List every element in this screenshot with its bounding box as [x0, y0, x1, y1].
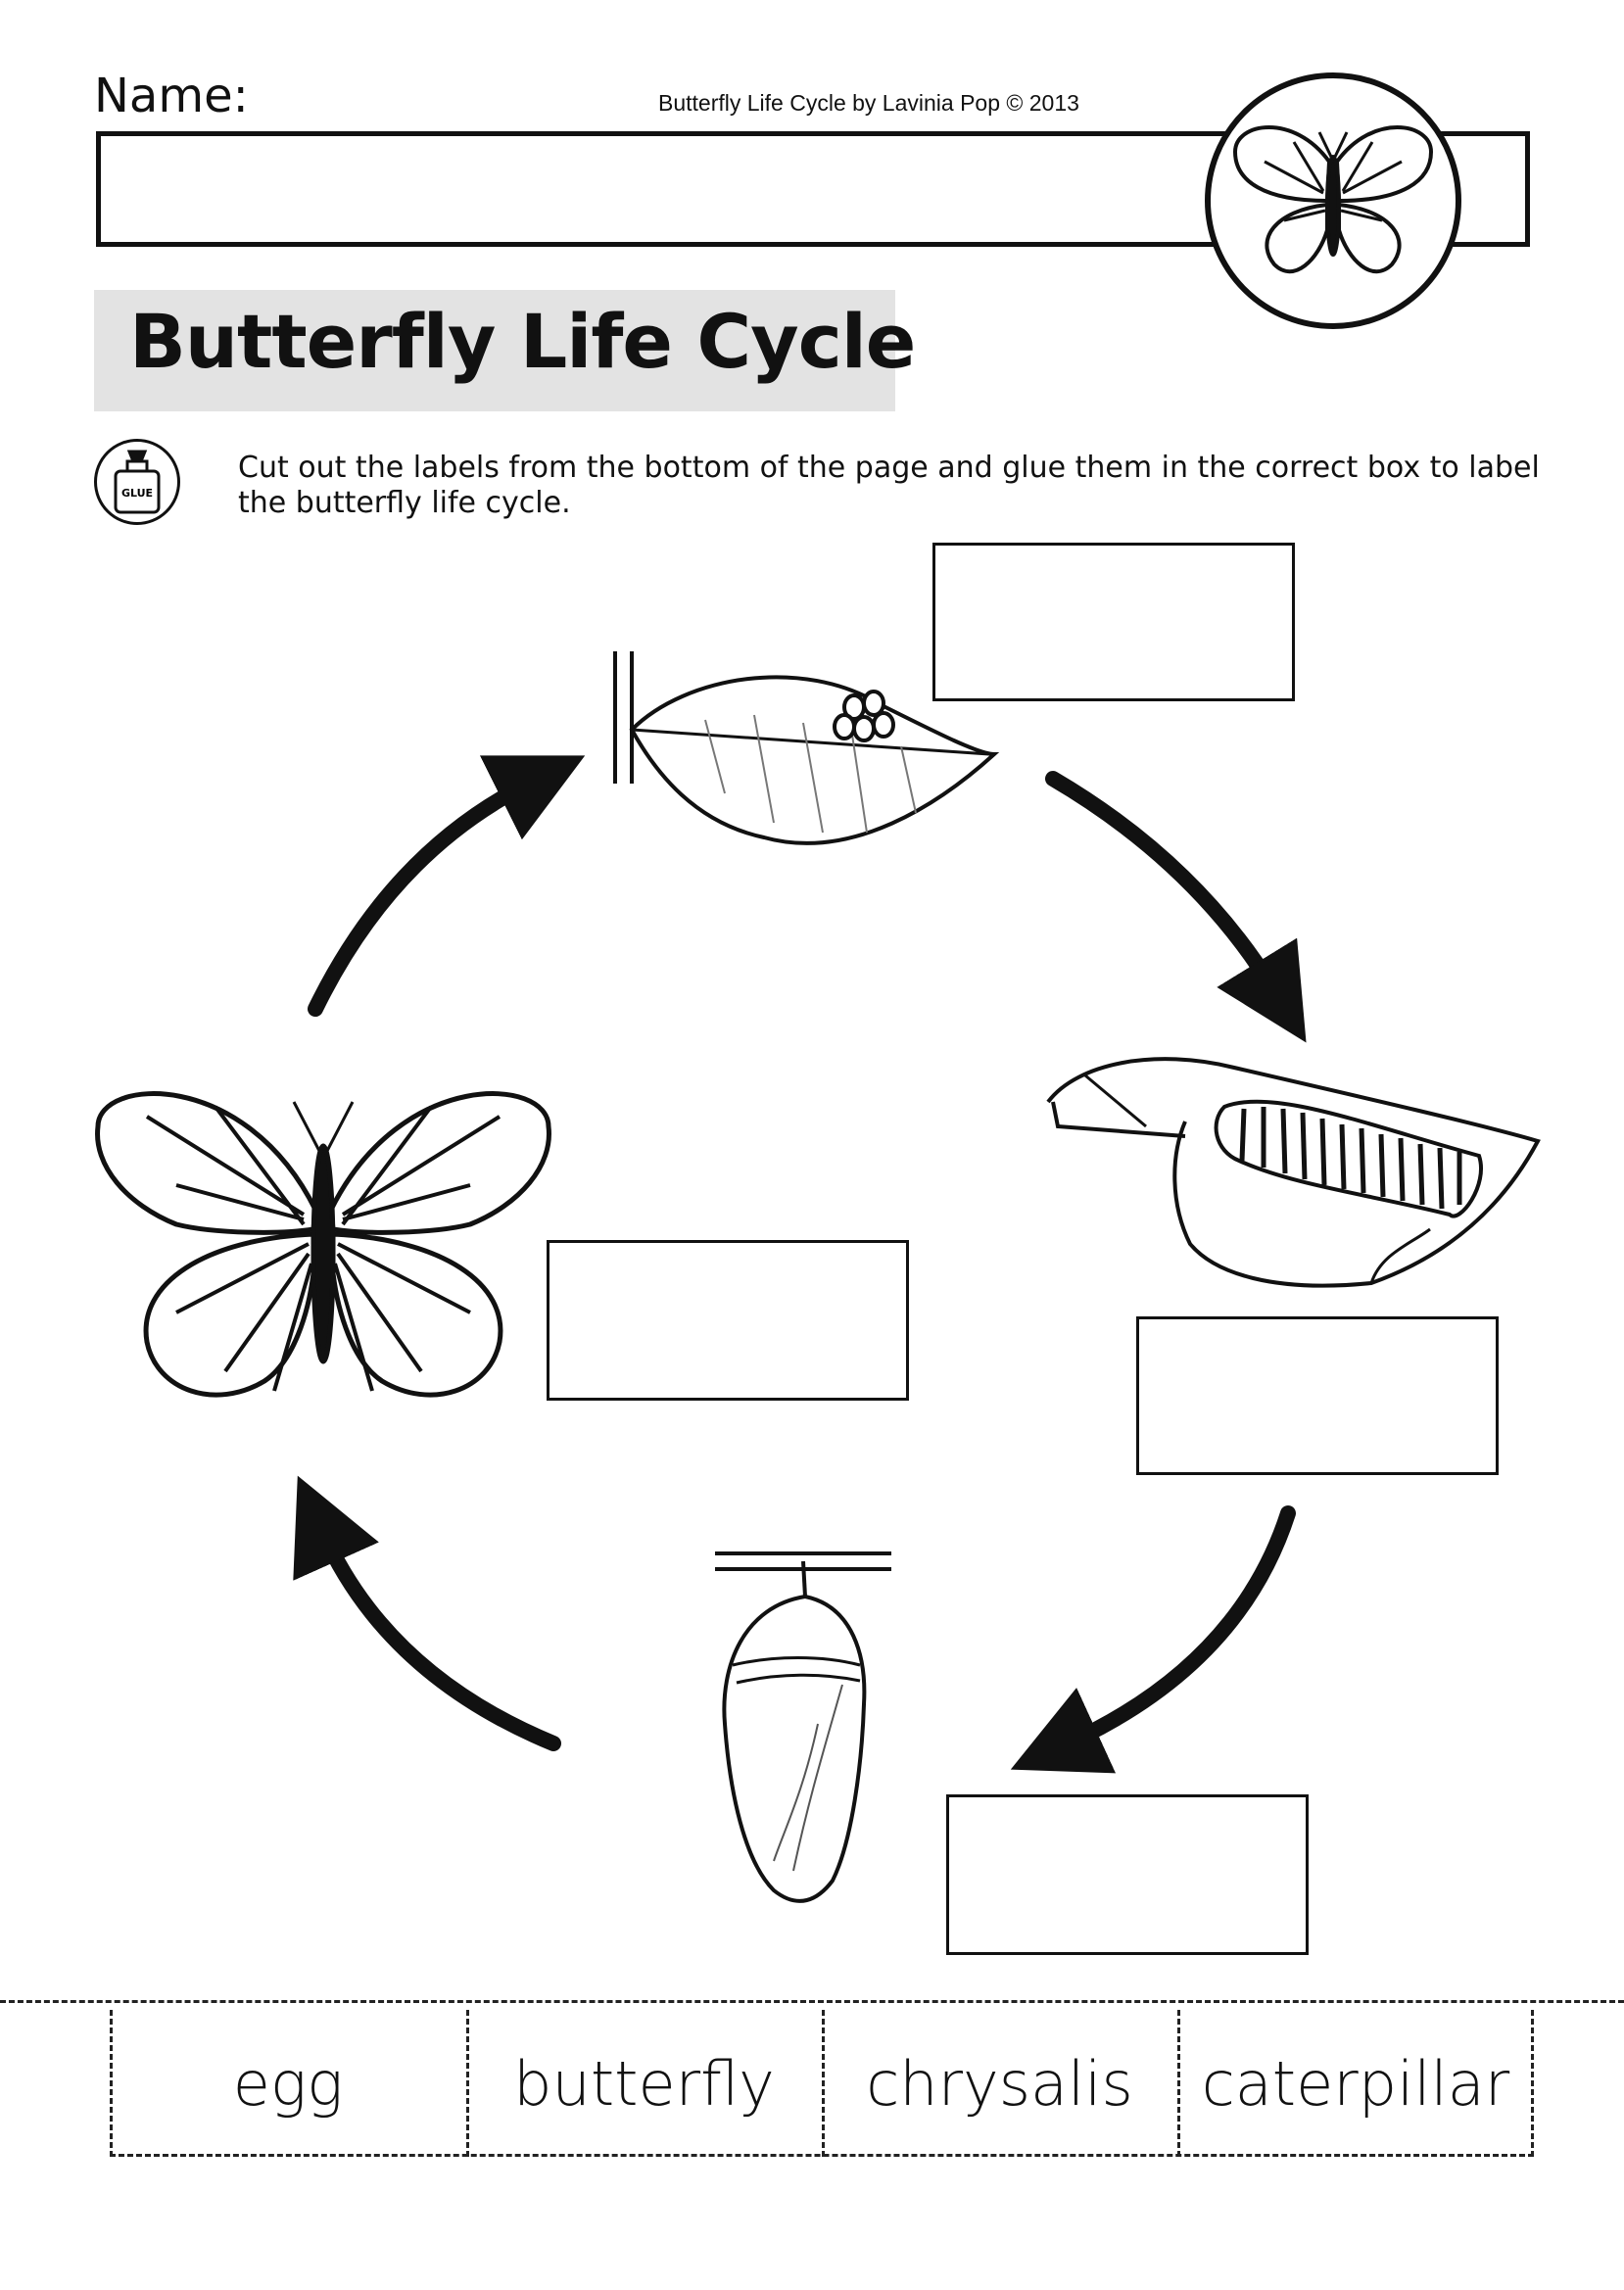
- label-box-chrysalis[interactable]: [946, 1794, 1309, 1955]
- title-band: [94, 290, 895, 411]
- butterfly-icon: [95, 1091, 551, 1398]
- cut-line: [0, 2000, 1624, 2005]
- chrysalis-icon: [715, 1551, 891, 1903]
- egg-on-leaf-icon: [613, 651, 1000, 845]
- name-field[interactable]: [96, 131, 1530, 247]
- instructions-text: Cut out the labels from the bottom of th…: [238, 451, 1540, 520]
- name-label: Name:: [94, 69, 249, 123]
- cut-label-chrysalis[interactable]: chrysalis: [866, 2047, 1133, 2120]
- label-box-butterfly[interactable]: [547, 1240, 909, 1401]
- credit-text: Butterfly Life Cycle by Lavinia Pop © 20…: [658, 90, 1079, 116]
- page-title: Butterfly Life Cycle: [129, 298, 916, 385]
- cut-divider: [466, 2010, 469, 2157]
- cut-divider: [1177, 2010, 1180, 2157]
- butterfly-badge: [1205, 72, 1461, 329]
- cut-label-butterfly[interactable]: butterfly: [513, 2047, 775, 2120]
- caterpillar-on-leaf-icon: [1046, 1057, 1541, 1288]
- butterfly-icon: [1232, 125, 1434, 273]
- arrow-egg-to-caterpillar: [1045, 771, 1307, 1043]
- label-box-caterpillar[interactable]: [1136, 1316, 1499, 1475]
- cut-divider: [822, 2010, 825, 2157]
- arrow-caterpillar-to-chrysalis: [1010, 1505, 1296, 1774]
- cut-label-egg[interactable]: egg: [232, 2047, 344, 2120]
- glue-bottle-icon: GLUE: [94, 439, 180, 525]
- arrow-butterfly-to-egg: [308, 755, 586, 1017]
- cut-label-caterpillar[interactable]: caterpillar: [1201, 2047, 1510, 2120]
- glue-label: GLUE: [121, 487, 153, 500]
- arrow-chrysalis-to-butterfly: [293, 1475, 561, 1751]
- label-box-egg[interactable]: [932, 543, 1295, 701]
